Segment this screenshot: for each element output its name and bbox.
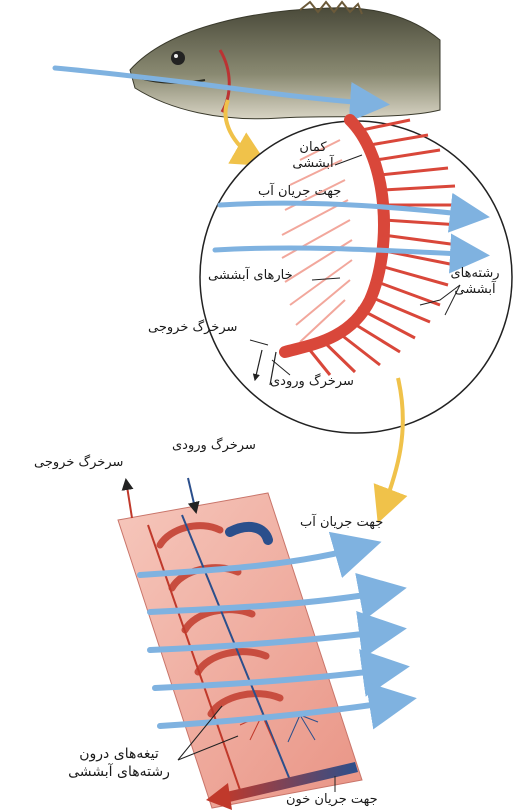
label-gill-arch: کمان آبششی [278,140,348,173]
label-afferent-artery-bottom: سرخرگ ورودی [172,438,256,454]
efferent-arrow-bottom [126,480,132,518]
label-afferent-artery-top: سرخرگ ورودی [270,374,354,390]
label-water-flow-bottom: جهت جریان آب [300,515,383,531]
label-gill-filaments: رشته‌های آبششی [440,266,510,299]
label-water-flow-top: جهت جریان آب [258,184,341,200]
label-lamellae: تیغه‌های درون رشته‌های آبششی [60,746,178,781]
label-gill-rakers: خارهای آبششی [208,268,293,284]
label-efferent-artery-bottom: سرخرگ خروجی [34,455,123,471]
label-blood-flow: جهت جریان خون [286,792,378,808]
fish-head [130,2,440,119]
label-efferent-artery-top: سرخرگ خروجی [148,320,237,336]
